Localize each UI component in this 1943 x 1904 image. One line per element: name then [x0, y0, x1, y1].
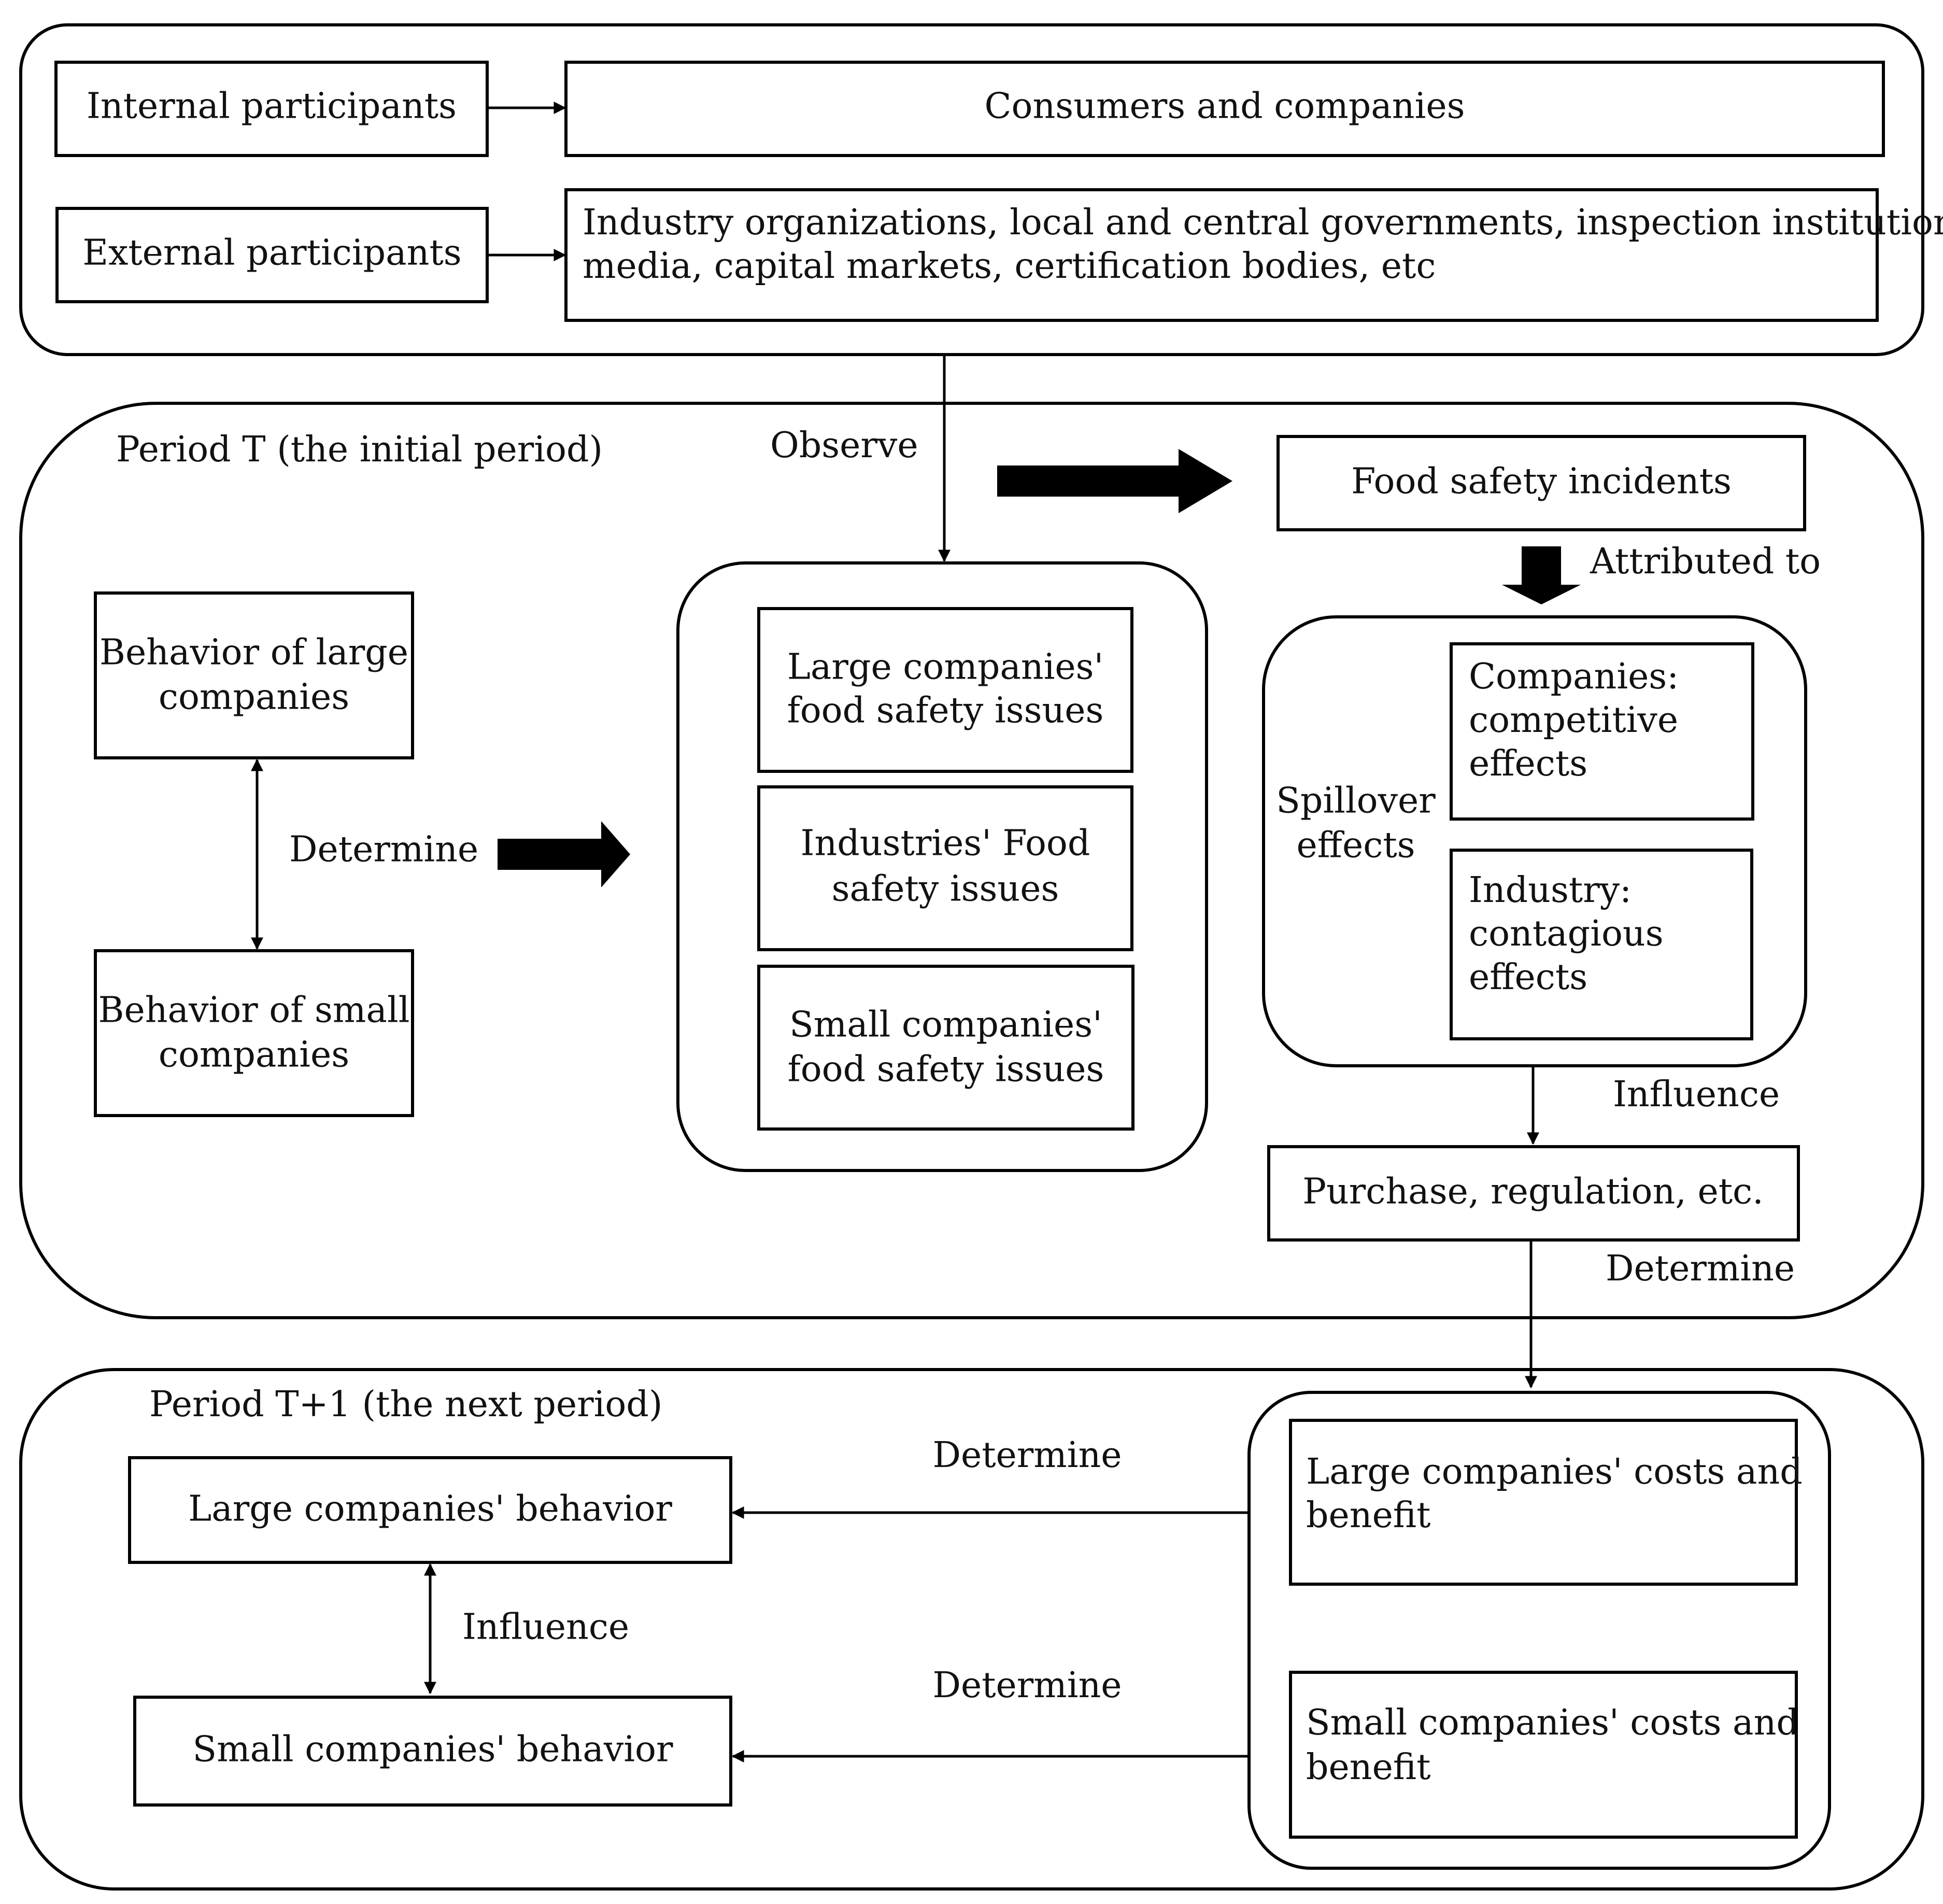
attributed-fat-arrow	[1502, 546, 1581, 604]
large-behavior-box	[128, 1456, 732, 1564]
behavior-large-line2: companies	[159, 677, 349, 718]
internal-participants-box	[54, 61, 489, 157]
companies-effect-line3: effects	[1469, 743, 1587, 784]
to-incidents-fat-arrow	[997, 449, 1232, 513]
spillover-line1: Spillover	[1276, 781, 1436, 822]
companies-effect-line2: competitive	[1469, 700, 1678, 741]
consumers-companies-box	[564, 61, 1885, 157]
industry-effect-line2: contagious	[1469, 913, 1664, 954]
small-cost-line1: Small companies' costs and	[1306, 1702, 1799, 1743]
spillover-line2: effects	[1296, 825, 1415, 866]
large-cost-box	[1289, 1419, 1798, 1586]
small-behavior-label: Small companies' behavior	[193, 1729, 673, 1770]
influence-label: Influence	[1613, 1074, 1780, 1115]
large-cost-line2: benefit	[1306, 1495, 1431, 1536]
large-cost-line1: Large companies' costs and	[1306, 1451, 1803, 1492]
external-list-line1: Industry organizations, local and centra…	[583, 202, 1943, 243]
period-t-title: Period T (the initial period)	[116, 429, 603, 470]
external-list-line2: media, capital markets, certification bo…	[583, 246, 1436, 287]
determine-top-label: Determine	[932, 1435, 1122, 1476]
behavior-large-line1: Behavior of large	[100, 632, 408, 673]
period-t1-title: Period T+1 (the next period)	[149, 1384, 662, 1425]
food-safety-incidents-label: Food safety incidents	[1351, 461, 1732, 502]
behavior-small-line2: companies	[159, 1035, 349, 1076]
consumers-companies-label: Consumers and companies	[985, 86, 1465, 127]
period-t-panel	[19, 402, 1924, 1319]
to-issues-fat-arrow	[498, 821, 630, 887]
small-behavior-box	[133, 1696, 732, 1807]
observe-label: Observe	[770, 425, 918, 466]
industry-effect-line3: effects	[1469, 957, 1587, 998]
external-participants-box	[55, 207, 489, 303]
external-list-box	[564, 188, 1879, 322]
participants-panel	[19, 23, 1924, 356]
period-t1-panel	[19, 1368, 1924, 1891]
small-cost-line2: benefit	[1306, 1747, 1431, 1788]
small-cost-box	[1289, 1671, 1798, 1839]
determine-bottom-label: Determine	[932, 1665, 1122, 1706]
spillover-group	[1262, 615, 1807, 1067]
purchase-label: Purchase, regulation, etc.	[1302, 1172, 1764, 1212]
food-safety-incidents-box	[1277, 435, 1806, 531]
issues-industry-line2: safety issues	[832, 869, 1059, 910]
industry-effect-box	[1450, 849, 1753, 1040]
issues-group	[676, 561, 1208, 1172]
behavior-large-box	[94, 591, 414, 759]
purchase-box	[1267, 1145, 1800, 1242]
cost-benefit-group	[1247, 1391, 1831, 1870]
behavior-small-line1: Behavior of small	[98, 990, 410, 1031]
issues-industry-line1: Industries' Food	[801, 823, 1090, 864]
industry-effect-line1: Industry:	[1469, 870, 1632, 911]
issues-industry-box	[757, 785, 1133, 951]
attributed-to-label: Attributed to	[1590, 541, 1821, 582]
issues-large-line1: Large companies'	[787, 647, 1104, 688]
determine-label: Determine	[289, 829, 478, 870]
issues-small-line2: food safety issues	[788, 1049, 1104, 1090]
behavior-small-box	[94, 949, 414, 1117]
issues-small-box	[757, 965, 1134, 1131]
issues-small-line1: Small companies'	[789, 1005, 1102, 1046]
issues-large-box	[757, 607, 1133, 773]
companies-effect-line1: Companies:	[1469, 656, 1679, 697]
issues-large-line2: food safety issues	[787, 690, 1104, 731]
large-behavior-label: Large companies' behavior	[188, 1489, 672, 1530]
internal-participants-label: Internal participants	[87, 86, 457, 127]
companies-effect-box	[1450, 642, 1754, 821]
determine-down-label: Determine	[1606, 1248, 1795, 1289]
external-participants-label: External participants	[82, 233, 461, 274]
influence-t1-label: Influence	[462, 1607, 629, 1648]
